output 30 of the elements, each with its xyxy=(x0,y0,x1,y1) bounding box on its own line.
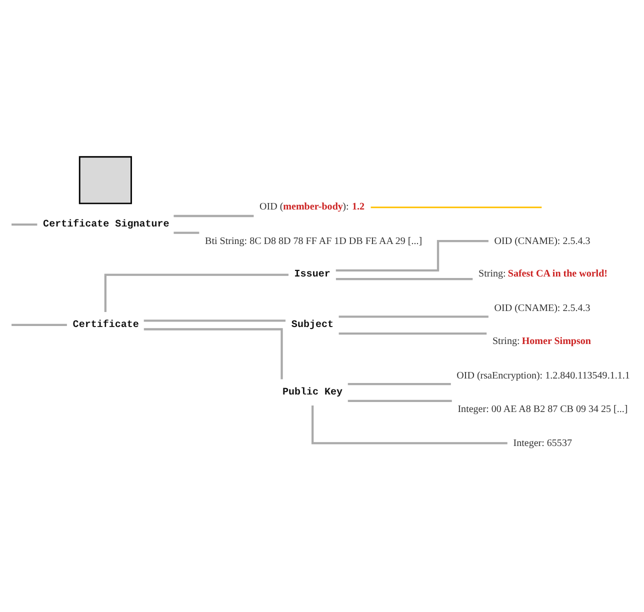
node-text: String: Safest CA in the world! xyxy=(478,268,608,280)
node-text: Integer: 65537 xyxy=(513,437,572,448)
connector xyxy=(336,240,488,272)
node-text: Certificate Signature xyxy=(43,219,170,230)
node-text: Certificate xyxy=(72,319,139,330)
node-text: Subject xyxy=(291,319,334,330)
connector xyxy=(174,214,254,217)
connector xyxy=(144,319,286,322)
connector xyxy=(370,206,542,208)
node-box xyxy=(78,156,132,204)
connector xyxy=(348,382,451,385)
connector xyxy=(348,399,452,402)
connector xyxy=(12,323,67,326)
node-text: String: Homer Simpson xyxy=(492,336,591,347)
connector xyxy=(336,278,473,280)
node-text: OID (CNAME): 2.5.4.3 xyxy=(494,302,590,314)
node-text: OID (rsaEncryption): 1.2.840.113549.1.1.1 xyxy=(456,370,630,382)
node-text: Bti String: 8C D8 8D 78 FF AF 1D DB FE AA 29 [...] xyxy=(205,235,422,246)
connector xyxy=(338,332,487,334)
connector xyxy=(174,231,200,234)
connector xyxy=(104,273,288,312)
connector xyxy=(12,223,38,226)
connector xyxy=(144,328,283,379)
node-text: OID (CNAME): 2.5.4.3 xyxy=(494,235,590,246)
node-text: Public Key xyxy=(282,386,343,398)
node-text: Integer: 00 AE A8 B2 87 CB 09 34 25 [...] xyxy=(458,404,628,415)
connector xyxy=(312,404,508,444)
node-text: OID (member-body): 1.2 xyxy=(260,200,365,212)
connector xyxy=(338,315,488,318)
node-text: Issuer xyxy=(294,269,330,280)
